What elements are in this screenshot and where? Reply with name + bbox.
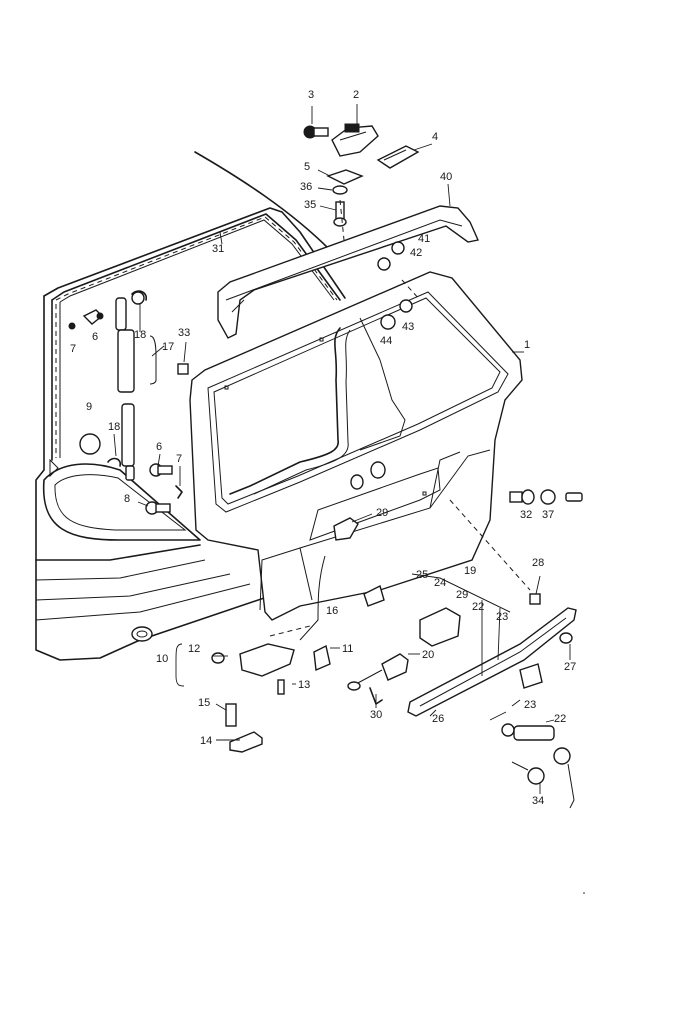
callout-44: 44: [380, 335, 392, 347]
callout-25: 25: [416, 569, 428, 581]
callout-23-lower: 23: [524, 699, 536, 711]
callout-1: 1: [524, 339, 530, 351]
callout-29-upper: 29: [376, 507, 388, 519]
callout-14: 14: [200, 735, 212, 747]
callout-15: 15: [198, 697, 210, 709]
gas-struts: [107, 290, 157, 481]
callout-5: 5: [304, 161, 310, 173]
callout-28: 28: [532, 557, 544, 569]
callout-2: 2: [353, 89, 359, 101]
callout-17: 17: [162, 341, 174, 353]
callout-31: 31: [212, 243, 224, 255]
callout-30: 30: [370, 709, 382, 721]
callout-26: 26: [432, 713, 444, 725]
callout-18-lower: 18: [108, 421, 120, 433]
callout-29-lower: 29: [456, 589, 468, 601]
callout-32: 32: [520, 509, 532, 521]
callout-11: 11: [342, 643, 353, 655]
callout-27: 27: [564, 661, 576, 673]
hinge-assembly: [303, 123, 420, 227]
callout-35: 35: [304, 199, 316, 211]
callout-16: 16: [326, 605, 338, 617]
callout-10: 10: [156, 653, 168, 665]
callouts: 3 2 4 5 36 35 40 31 41 42 43 44 1 7 6 18…: [70, 89, 576, 807]
callout-40: 40: [440, 171, 452, 183]
body-fixings: [68, 241, 413, 515]
tailgate: [189, 271, 523, 621]
callout-19: 19: [464, 565, 476, 577]
callout-8: 8: [124, 493, 130, 505]
callout-7-upper: 7: [70, 343, 76, 355]
callout-18-upper: 18: [134, 329, 146, 341]
speck-dot: [583, 892, 585, 894]
callout-20: 20: [422, 649, 434, 661]
callout-13: 13: [298, 679, 310, 691]
callout-33: 33: [178, 327, 190, 339]
callout-24: 24: [434, 577, 446, 589]
callout-22-lower: 22: [554, 713, 566, 725]
leader-lines: [113, 104, 571, 794]
callout-6-lower: 6: [156, 441, 162, 453]
callout-4: 4: [432, 131, 438, 143]
callout-7-lower: 7: [176, 453, 182, 465]
callout-37: 37: [542, 509, 554, 521]
callout-6-upper: 6: [92, 331, 98, 343]
callout-41: 41: [418, 233, 430, 245]
callout-22-upper: 22: [472, 601, 484, 613]
car-body: [35, 151, 346, 661]
callout-12: 12: [188, 643, 200, 655]
callout-34: 34: [532, 795, 544, 807]
lock-mechanism: [211, 199, 583, 809]
callout-43: 43: [402, 321, 414, 333]
callout-42: 42: [410, 247, 422, 259]
callout-3: 3: [308, 89, 314, 101]
callout-23-upper: 23: [496, 611, 508, 623]
rear-spoiler: [217, 205, 479, 339]
callout-9: 9: [86, 401, 92, 413]
callout-36: 36: [300, 181, 312, 193]
